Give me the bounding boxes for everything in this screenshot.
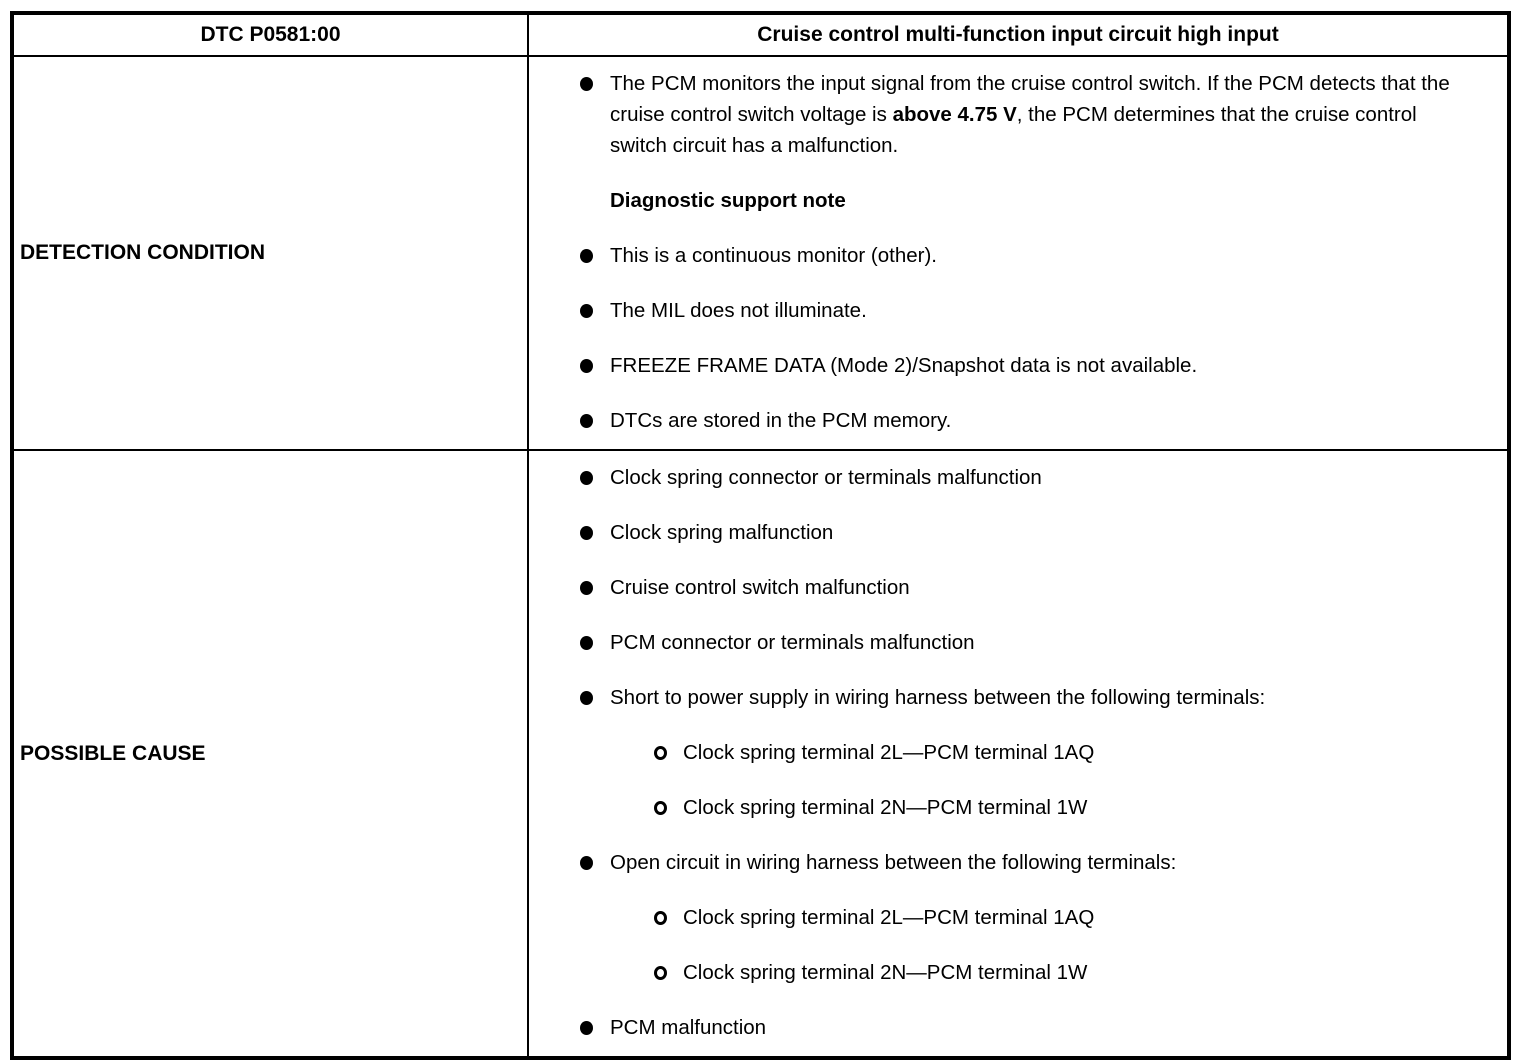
- bullet-icon: [580, 856, 593, 870]
- list-item: DTCs are stored in the PCM memory.: [580, 405, 1489, 436]
- detection-intro-text: The PCM monitors the input signal from t…: [610, 68, 1468, 161]
- detection-intro-bold: above 4.75 V: [892, 103, 1017, 126]
- detection-intro-pre: The PCM monitors the input signal from t…: [610, 72, 1450, 126]
- detection-condition-label: DETECTION CONDITION: [11, 55, 529, 451]
- bullet-icon: [580, 304, 593, 318]
- list-item-text: Open circuit in wiring harness between t…: [610, 851, 1177, 874]
- list-item-text: FREEZE FRAME DATA (Mode 2)/Snapshot data…: [610, 354, 1198, 377]
- list-item: This is a continuous monitor (other).: [580, 240, 1489, 271]
- detection-condition-row: DETECTION CONDITION The PCM monitors the…: [11, 55, 1510, 451]
- list-item-text: Clock spring malfunction: [610, 521, 834, 544]
- sub-list-item-text: Clock spring terminal 2L—PCM terminal 1A…: [683, 741, 1095, 764]
- dtc-title-header: Cruise control multi-function input circ…: [527, 12, 1510, 57]
- list-item-text: Short to power supply in wiring harness …: [610, 686, 1266, 709]
- diagnostic-support-note-heading: Diagnostic support note: [610, 189, 846, 212]
- list-item-text: The MIL does not illuminate.: [610, 299, 867, 322]
- bullet-icon: [580, 1021, 593, 1035]
- bullet-icon: [580, 249, 593, 263]
- list-item-text: PCM malfunction: [610, 1016, 767, 1039]
- detection-intro-post: , the PCM determines that the cruise con…: [610, 103, 1417, 157]
- list-item: PCM malfunction: [580, 1012, 1489, 1043]
- bullet-icon: [580, 414, 593, 428]
- sub-list-item-text: Clock spring terminal 2N—PCM terminal 1W: [683, 961, 1088, 984]
- bullet-icon: [580, 526, 593, 540]
- sub-list-item-text: Clock spring terminal 2L—PCM terminal 1A…: [683, 906, 1095, 929]
- bullet-icon: [580, 691, 593, 705]
- document-page: DTC P0581:00 Cruise control multi-functi…: [10, 11, 1511, 1060]
- bullet-icon: [580, 471, 593, 485]
- sub-list-item: Clock spring terminal 2N—PCM terminal 1W: [654, 792, 1489, 823]
- list-item-text: PCM connector or terminals malfunction: [610, 631, 975, 654]
- list-item: Clock spring connector or terminals malf…: [580, 462, 1489, 493]
- dtc-code-header: DTC P0581:00: [11, 12, 529, 57]
- list-item: The MIL does not illuminate.: [580, 295, 1489, 326]
- list-item: PCM connector or terminals malfunction: [580, 627, 1489, 658]
- detection-condition-content: The PCM monitors the input signal from t…: [527, 55, 1510, 451]
- possible-cause-content: Clock spring connector or terminals malf…: [527, 449, 1510, 1059]
- possible-cause-label: POSSIBLE CAUSE: [11, 449, 529, 1059]
- open-bullet-icon: [654, 801, 667, 815]
- bullet-icon: [580, 636, 593, 650]
- list-item: FREEZE FRAME DATA (Mode 2)/Snapshot data…: [580, 350, 1489, 381]
- bullet-icon: [580, 359, 593, 373]
- list-item: Clock spring malfunction: [580, 517, 1489, 548]
- open-bullet-icon: [654, 746, 667, 760]
- sub-list-item: Clock spring terminal 2N—PCM terminal 1W: [654, 957, 1489, 988]
- list-item-text: DTCs are stored in the PCM memory.: [610, 409, 952, 432]
- bullet-icon: [580, 581, 593, 595]
- list-item: Open circuit in wiring harness between t…: [580, 847, 1489, 878]
- dtc-table: DTC P0581:00 Cruise control multi-functi…: [10, 11, 1511, 1060]
- list-item: Cruise control switch malfunction: [580, 572, 1489, 603]
- sub-list-item: Clock spring terminal 2L—PCM terminal 1A…: [654, 737, 1489, 768]
- list-item-text: Cruise control switch malfunction: [610, 576, 910, 599]
- bullet-icon: [580, 77, 593, 91]
- list-item: Short to power supply in wiring harness …: [580, 682, 1489, 713]
- sub-list-item: Clock spring terminal 2L—PCM terminal 1A…: [654, 902, 1489, 933]
- possible-cause-row: POSSIBLE CAUSE Clock spring connector or…: [11, 449, 1510, 1059]
- list-item: The PCM monitors the input signal from t…: [580, 68, 1489, 161]
- open-bullet-icon: [654, 966, 667, 980]
- list-item-text: This is a continuous monitor (other).: [610, 244, 937, 267]
- list-item-text: Clock spring connector or terminals malf…: [610, 466, 1042, 489]
- sub-list-item-text: Clock spring terminal 2N—PCM terminal 1W: [683, 796, 1088, 819]
- open-bullet-icon: [654, 911, 667, 925]
- table-header-row: DTC P0581:00 Cruise control multi-functi…: [11, 12, 1510, 57]
